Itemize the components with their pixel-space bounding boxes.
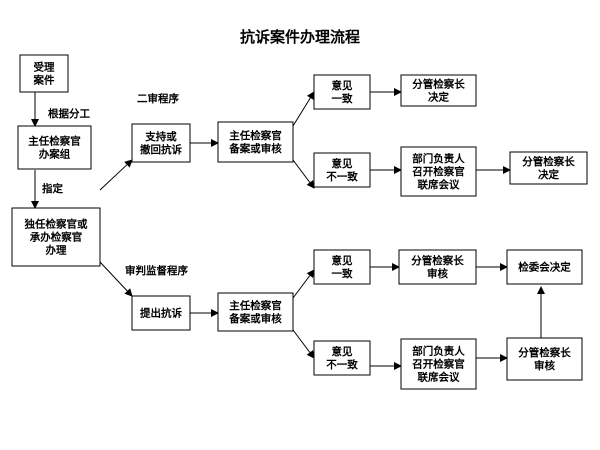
node-box (131, 295, 191, 331)
node-label-line: 检委会决定 (518, 261, 571, 274)
node-label-line: 办理 (46, 244, 67, 257)
edge-review1-to-agree1 (292, 91, 315, 127)
label-by-division: 根据分工 (48, 107, 90, 120)
node-box (217, 121, 294, 163)
node-label-line: 备案或审核 (228, 312, 282, 325)
node-box (131, 123, 191, 163)
node-label-line: 分管检察长 (412, 78, 465, 91)
node-label-line: 一致 (332, 267, 353, 280)
node-box (509, 151, 588, 185)
node-label-line: 支持或 (144, 130, 177, 143)
node-label-line: 一致 (332, 92, 353, 105)
node-label-line: 部门负责人 (412, 345, 465, 358)
edge-handler-to-support (99, 159, 133, 191)
node-label-line: 意见 (332, 345, 353, 358)
node-box (11, 207, 101, 267)
edges (31, 88, 545, 370)
node-label-line: 主任检察官 (229, 299, 282, 312)
node-label-line: 撤回抗诉 (140, 143, 182, 156)
node-label-line: 审核 (427, 267, 448, 280)
label-assign: 指定 (42, 182, 63, 195)
node-label-line: 备案或审核 (228, 142, 282, 155)
node-box (19, 54, 69, 93)
diagram-title: 抗诉案件办理流程 (240, 28, 360, 46)
node-box (400, 146, 477, 197)
node-box (398, 249, 477, 285)
node-box (217, 292, 294, 332)
node-box (17, 125, 92, 170)
node-box (313, 340, 371, 376)
node-label-line: 召开检察官 (412, 165, 465, 178)
node-label-line: 联席会议 (418, 371, 460, 384)
node-label-line: 承办检察官 (30, 231, 83, 244)
node-label-line: 意见 (332, 79, 353, 92)
node-label-line: 决定 (538, 168, 559, 181)
node-label-line: 意见 (332, 157, 353, 170)
node-label-line: 不一致 (326, 358, 358, 371)
edge-handler-to-file (99, 261, 133, 297)
edge-review2-to-disagree2 (292, 329, 315, 359)
node-label-line: 联席会议 (418, 178, 460, 191)
node-label-line: 主任检察官 (28, 135, 81, 148)
node-label-line: 决定 (428, 91, 449, 104)
node-procuratorial-committee: 检委会决定 (506, 249, 583, 285)
node-label-line: 独任检察官或 (24, 218, 88, 231)
node-box (313, 152, 371, 188)
node-box (313, 249, 371, 285)
node-label-line: 受理 (34, 61, 55, 74)
node-label-line: 办案组 (39, 148, 71, 161)
node-label-line: 意见 (332, 254, 353, 267)
node-file-protest: 提出抗诉 (131, 295, 191, 331)
node-label-line: 提出抗诉 (140, 307, 182, 320)
label-second-instance: 二审程序 (137, 92, 179, 105)
node-label-line: 分管检察长 (411, 254, 464, 267)
node-label-line: 分管检察长 (522, 155, 575, 168)
node-label-line: 分管检察长 (518, 346, 571, 359)
node-box (400, 338, 477, 390)
node-box (400, 74, 477, 107)
node-label-line: 案件 (33, 74, 55, 87)
node-label-line: 召开检察官 (412, 358, 465, 371)
node-box (506, 337, 583, 381)
node-label-line: 审核 (534, 359, 555, 372)
edge-review2-to-agree2 (292, 269, 315, 299)
node-label-line: 部门负责人 (412, 152, 465, 165)
node-label-line: 不一致 (326, 170, 358, 183)
node-box (313, 74, 371, 110)
node-label-line: 主任检察官 (229, 129, 282, 142)
label-trial-supervision: 审判监督程序 (125, 264, 188, 277)
node-box (506, 249, 583, 285)
edge-review1-to-disagree1 (292, 159, 315, 189)
